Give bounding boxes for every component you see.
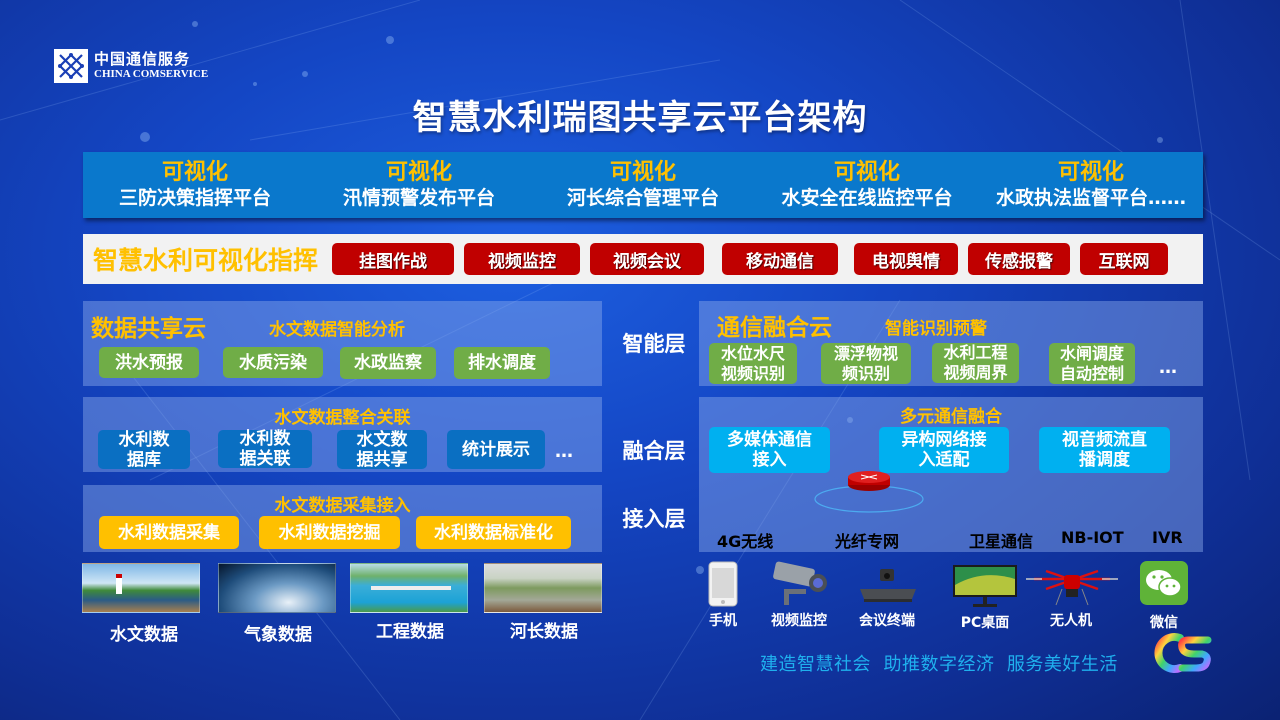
chip-water-supervision: 水政监察: [340, 347, 436, 379]
brand-name-en: CHINA COMSERVICE: [94, 68, 209, 80]
platform-tag: 可视化: [385, 160, 452, 185]
integration-title: 水文数据整合关联: [274, 408, 411, 428]
cs-rainbow-logo-icon: [1154, 633, 1212, 673]
chip-water-data-collection: 水利数据采集: [99, 516, 239, 549]
visualization-platform-bar: 可视化 三防决策指挥平台 可视化 汛情预警发布平台 可视化 河长综合管理平台 可…: [83, 152, 1203, 218]
collection-title: 水文数据采集接入: [274, 496, 411, 516]
command-item-sensor-alarm: 传感报警: [968, 243, 1071, 275]
platform-tag: 可视化: [609, 160, 676, 185]
command-item-mobile-communication: 移动通信: [722, 243, 839, 275]
access-satellite: 卫星通信: [969, 532, 1034, 551]
platform-tag: 可视化: [833, 160, 900, 185]
chip-heterogeneous-network: 异构网络接 入适配: [879, 427, 1009, 473]
platform-item: 可视化 水安全在线监控平台: [755, 152, 979, 218]
device-label: PC桌面: [960, 615, 1010, 631]
chip-sluice-auto-control: 水闸调度 自动控制: [1049, 343, 1135, 384]
platform-name: 水政执法监督平台……: [995, 187, 1186, 209]
command-item-internet: 互联网: [1080, 243, 1169, 275]
chip-water-database: 水利数 据库: [98, 430, 190, 470]
command-item-video-conference: 视频会议: [590, 243, 705, 275]
platform-item: 可视化 河长综合管理平台: [531, 152, 755, 218]
lighthouse-river-photo: [82, 563, 200, 613]
chip-water-data-standardization: 水利数据标准化: [416, 516, 571, 549]
data-cloud-title: 数据共享云: [91, 316, 206, 342]
router-icon: [814, 471, 924, 513]
conference-terminal-icon: [860, 569, 916, 602]
fusion-title: 多元通信融合: [900, 407, 1002, 427]
wechat-icon: [1140, 561, 1188, 605]
chip-project-perimeter-video: 水利工程 视频周界: [932, 343, 1019, 383]
source-label: 工程数据: [376, 622, 444, 642]
china-comservice-logo-icon: [54, 49, 88, 83]
chip-floating-object-recognition: 漂浮物视 频识别: [821, 343, 911, 384]
command-item-map-battle: 挂图作战: [332, 243, 455, 275]
more-indicator: …: [555, 441, 573, 462]
chip-water-pollution: 水质污染: [223, 347, 323, 378]
access-nb-iot: NB-IOT: [1061, 528, 1124, 547]
chip-flood-forecast: 洪水预报: [99, 347, 199, 378]
data-integration-panel: 水文数据整合关联 水利数 据库 水利数 据关联 水文数 据共享 统计展示 …: [83, 397, 602, 472]
comm-cloud-title: 通信融合云: [717, 315, 832, 341]
monitor-icon: [953, 565, 1017, 607]
brand-logo: 中国通信服务 CHINA COMSERVICE: [54, 49, 208, 83]
command-title: 智慧水利可视化指挥: [93, 246, 319, 275]
access-4g-wireless: 4G无线: [717, 532, 774, 551]
layer-label-intelligent: 智能层: [622, 332, 686, 356]
fusion-access-panel: 多元通信融合 多媒体通信 接入 异构网络接 入适配 视音频流直 播调度: [699, 397, 1203, 552]
chip-multimedia-access: 多媒体通信 接入: [709, 427, 830, 473]
data-collection-panel: 水文数据采集接入 水利数据采集 水利数据挖掘 水利数据标准化: [83, 485, 602, 552]
source-label: 水文数据: [110, 625, 178, 645]
slogan: 建造智慧社会 助推数字经济 服务美好生活: [760, 654, 1118, 675]
platform-tag: 可视化: [161, 160, 228, 185]
command-item-tv-public-opinion: 电视舆情: [854, 243, 959, 275]
access-ivr: IVR: [1152, 528, 1183, 547]
chip-water-data-association: 水利数 据关联: [218, 429, 312, 469]
chip-hydrology-data-sharing: 水文数 据共享: [337, 430, 427, 470]
command-item-video-surveillance: 视频监控: [464, 243, 581, 275]
chip-statistics-display: 统计展示: [447, 430, 545, 469]
brand-name-cn: 中国通信服务: [94, 50, 191, 68]
platform-name: 汛情预警发布平台: [342, 187, 495, 209]
platform-name: 水安全在线监控平台: [781, 187, 953, 209]
layer-label-access: 接入层: [622, 507, 686, 531]
more-indicator: …: [1159, 357, 1177, 378]
platform-name: 河长综合管理平台: [566, 187, 719, 209]
intelligent-recognition-panel: 通信融合云 智能识别预警 水位水尺 视频识别 漂浮物视 频识别 水利工程 视频周…: [699, 301, 1203, 386]
device-label: 视频监控: [771, 613, 827, 629]
source-label: 气象数据: [244, 625, 312, 645]
drone-icon: [1026, 569, 1118, 606]
device-label: 无人机: [1050, 613, 1092, 629]
platform-item: 可视化 三防决策指挥平台: [83, 152, 307, 218]
chip-water-gauge-recognition: 水位水尺 视频识别: [709, 343, 797, 384]
analysis-title: 水文数据智能分析: [269, 320, 405, 340]
data-analysis-panel: 数据共享云 水文数据智能分析 洪水预报 水质污染 水政监察 排水调度: [83, 301, 602, 386]
chip-water-data-mining: 水利数据挖掘: [259, 516, 400, 549]
smartphone-icon: [708, 561, 738, 607]
page-title: 智慧水利瑞图共享云平台架构: [412, 98, 868, 138]
device-label: 微信: [1150, 615, 1178, 631]
platform-tag: 可视化: [1057, 160, 1124, 185]
source-label: 河长数据: [510, 622, 578, 642]
platform-name: 三防决策指挥平台: [118, 187, 271, 209]
cctv-camera-icon: [773, 561, 827, 605]
dam-reservoir-photo: [350, 563, 468, 613]
platform-item: 可视化 水政执法监督平台……: [979, 152, 1203, 218]
chip-drainage-dispatch: 排水调度: [454, 347, 550, 379]
device-label: 手机: [709, 613, 737, 629]
device-label: 会议终端: [859, 613, 915, 629]
platform-item: 可视化 汛情预警发布平台: [307, 152, 531, 218]
intelligent-title: 智能识别预警: [885, 319, 987, 339]
urban-river-photo: [484, 563, 602, 613]
chip-av-stream-dispatch: 视音频流直 播调度: [1039, 427, 1170, 473]
earth-clouds-photo: [218, 563, 336, 613]
access-fiber-private-network: 光纤专网: [835, 532, 900, 551]
layer-label-fusion: 融合层: [622, 439, 686, 463]
visual-command-bar: 智慧水利可视化指挥 挂图作战 视频监控 视频会议 移动通信 电视舆情 传感报警 …: [83, 234, 1203, 284]
